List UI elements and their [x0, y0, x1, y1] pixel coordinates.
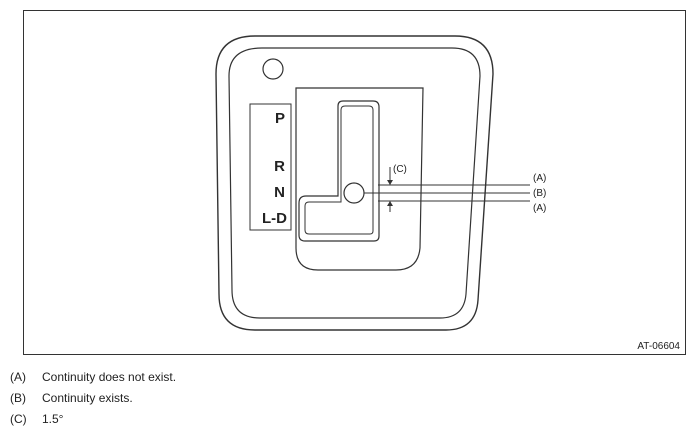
callout-b: (B) — [533, 188, 546, 199]
gear-label-ld: L-D — [262, 210, 287, 227]
console-bezel-outer — [215, 35, 494, 331]
legend-key: (A) — [10, 370, 26, 384]
legend-row-a: (A) Continuity does not exist. — [10, 367, 176, 388]
legend-row-b: (B) Continuity exists. — [10, 388, 176, 409]
shift-gate-recess — [295, 87, 424, 271]
legend-key: (C) — [10, 412, 27, 426]
legend-text: Continuity exists. — [42, 391, 133, 405]
legend-text: 1.5° — [42, 412, 64, 426]
console-bezel-inner — [228, 47, 481, 319]
lever-position-marker — [343, 182, 365, 204]
angle-arrow-top — [387, 180, 393, 185]
callout-c: (C) — [393, 164, 407, 175]
gear-label-n: N — [274, 184, 285, 201]
callout-a-top: (A) — [533, 173, 546, 184]
figure-frame — [23, 10, 686, 355]
indicator-panel — [249, 103, 292, 231]
legend-row-c: (C) 1.5° — [10, 409, 176, 430]
gear-label-p: P — [275, 110, 285, 127]
legend-key: (B) — [10, 391, 26, 405]
legend-text: Continuity does not exist. — [42, 370, 177, 384]
figure-code: AT-06604 — [637, 341, 680, 352]
callout-a-bottom: (A) — [533, 203, 546, 214]
legend: (A) Continuity does not exist. (B) Continu… — [10, 367, 176, 430]
lever-slot-inner — [304, 105, 374, 235]
angle-arrow-bottom — [387, 201, 393, 206]
gear-label-r: R — [274, 158, 285, 175]
lever-slot — [298, 100, 380, 242]
button-icon — [262, 58, 284, 80]
